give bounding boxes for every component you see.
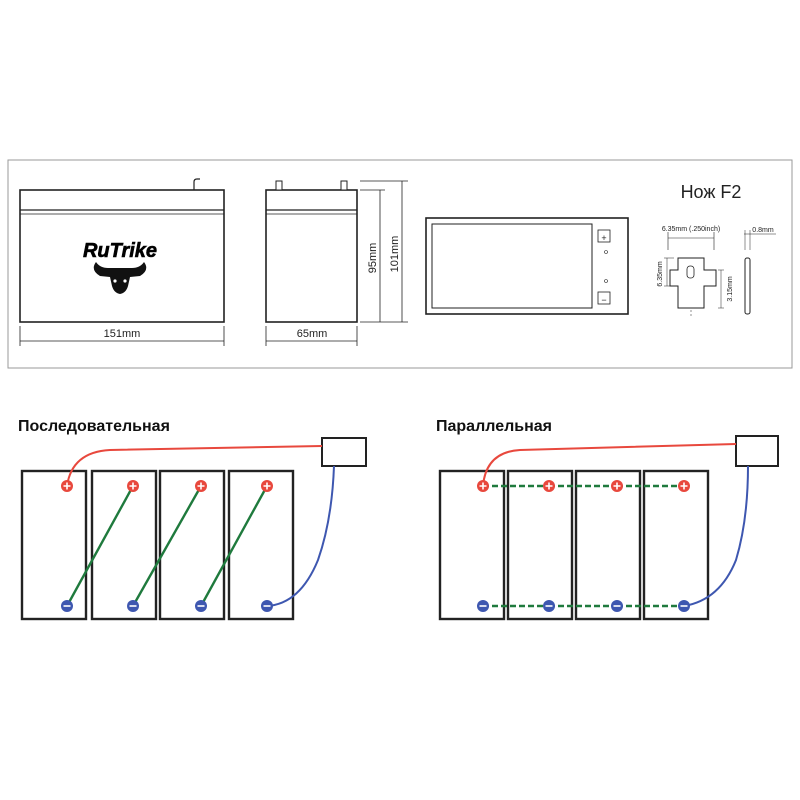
series-battery-2 bbox=[90, 469, 158, 621]
terminal-title: Нож F2 bbox=[681, 182, 742, 202]
plus-terminal-icon bbox=[261, 480, 273, 492]
series-jumper-1 bbox=[65, 485, 135, 607]
parallel-battery-3 bbox=[574, 469, 642, 621]
plus-terminal-icon bbox=[477, 480, 489, 492]
parallel-diagram bbox=[438, 435, 779, 621]
bull-icon bbox=[93, 262, 147, 294]
series-negative-wire bbox=[266, 465, 335, 607]
parallel-battery-4 bbox=[642, 469, 710, 621]
height-case-label: 95mm bbox=[367, 243, 379, 274]
height-total-label: 101mm bbox=[389, 236, 401, 273]
width-dimension: 65mm bbox=[265, 326, 358, 346]
series-jumper-3 bbox=[199, 485, 269, 607]
minus-terminal-icon bbox=[678, 600, 690, 612]
tab-height-label: 6.35mm bbox=[657, 261, 664, 286]
minus-terminal-icon bbox=[261, 600, 273, 612]
minus-terminal-icon bbox=[61, 600, 73, 612]
parallel-negative-wire bbox=[683, 465, 749, 607]
parallel-title: Параллельная bbox=[436, 418, 552, 435]
length-label: 151mm bbox=[104, 328, 141, 340]
tab-width-label: 6.35mm (.250inch) bbox=[662, 226, 720, 233]
plus-terminal-icon bbox=[678, 480, 690, 492]
series-battery-3 bbox=[158, 469, 226, 621]
parallel-load-box bbox=[735, 435, 779, 467]
f2-terminal-front: 6.35mm (.250inch) 6.35mm 3.15mm bbox=[657, 226, 734, 318]
series-diagram bbox=[20, 437, 367, 621]
minus-terminal-icon bbox=[611, 600, 623, 612]
hole-offset-label: 3.15mm bbox=[727, 276, 734, 301]
battery-front-view bbox=[19, 178, 225, 323]
plus-terminal-icon bbox=[611, 480, 623, 492]
series-jumper-2 bbox=[131, 485, 203, 607]
length-dimension: 151mm bbox=[19, 326, 225, 346]
parallel-positive-wire bbox=[482, 443, 737, 487]
width-label: 65mm bbox=[297, 328, 328, 340]
parallel-battery-1 bbox=[438, 469, 506, 621]
series-positive-wire bbox=[66, 445, 323, 487]
svg-text:+: + bbox=[601, 233, 606, 243]
battery-side-view bbox=[265, 180, 358, 323]
plus-terminal-icon bbox=[61, 480, 73, 492]
minus-terminal-icon bbox=[543, 600, 555, 612]
plus-terminal-icon bbox=[127, 480, 139, 492]
logo-text: RuTrike bbox=[83, 240, 157, 262]
series-battery-1 bbox=[20, 469, 88, 621]
rutrike-logo: RuTrike bbox=[83, 240, 157, 294]
series-battery-4 bbox=[227, 469, 295, 621]
plus-terminal-icon bbox=[543, 480, 555, 492]
svg-text:−: − bbox=[601, 295, 606, 305]
series-load-box bbox=[321, 437, 367, 467]
minus-terminal-icon bbox=[195, 600, 207, 612]
parallel-battery-2 bbox=[506, 469, 574, 621]
minus-terminal-icon bbox=[127, 600, 139, 612]
battery-top-view: + − bbox=[425, 217, 629, 315]
f2-terminal-side: 0.8mm bbox=[744, 227, 776, 315]
plus-terminal-icon bbox=[195, 480, 207, 492]
minus-terminal-icon bbox=[477, 600, 489, 612]
series-title: Последовательная bbox=[18, 418, 170, 435]
height-dimensions: 95mm 101mm bbox=[360, 180, 408, 323]
tab-thickness-label: 0.8mm bbox=[752, 227, 774, 234]
